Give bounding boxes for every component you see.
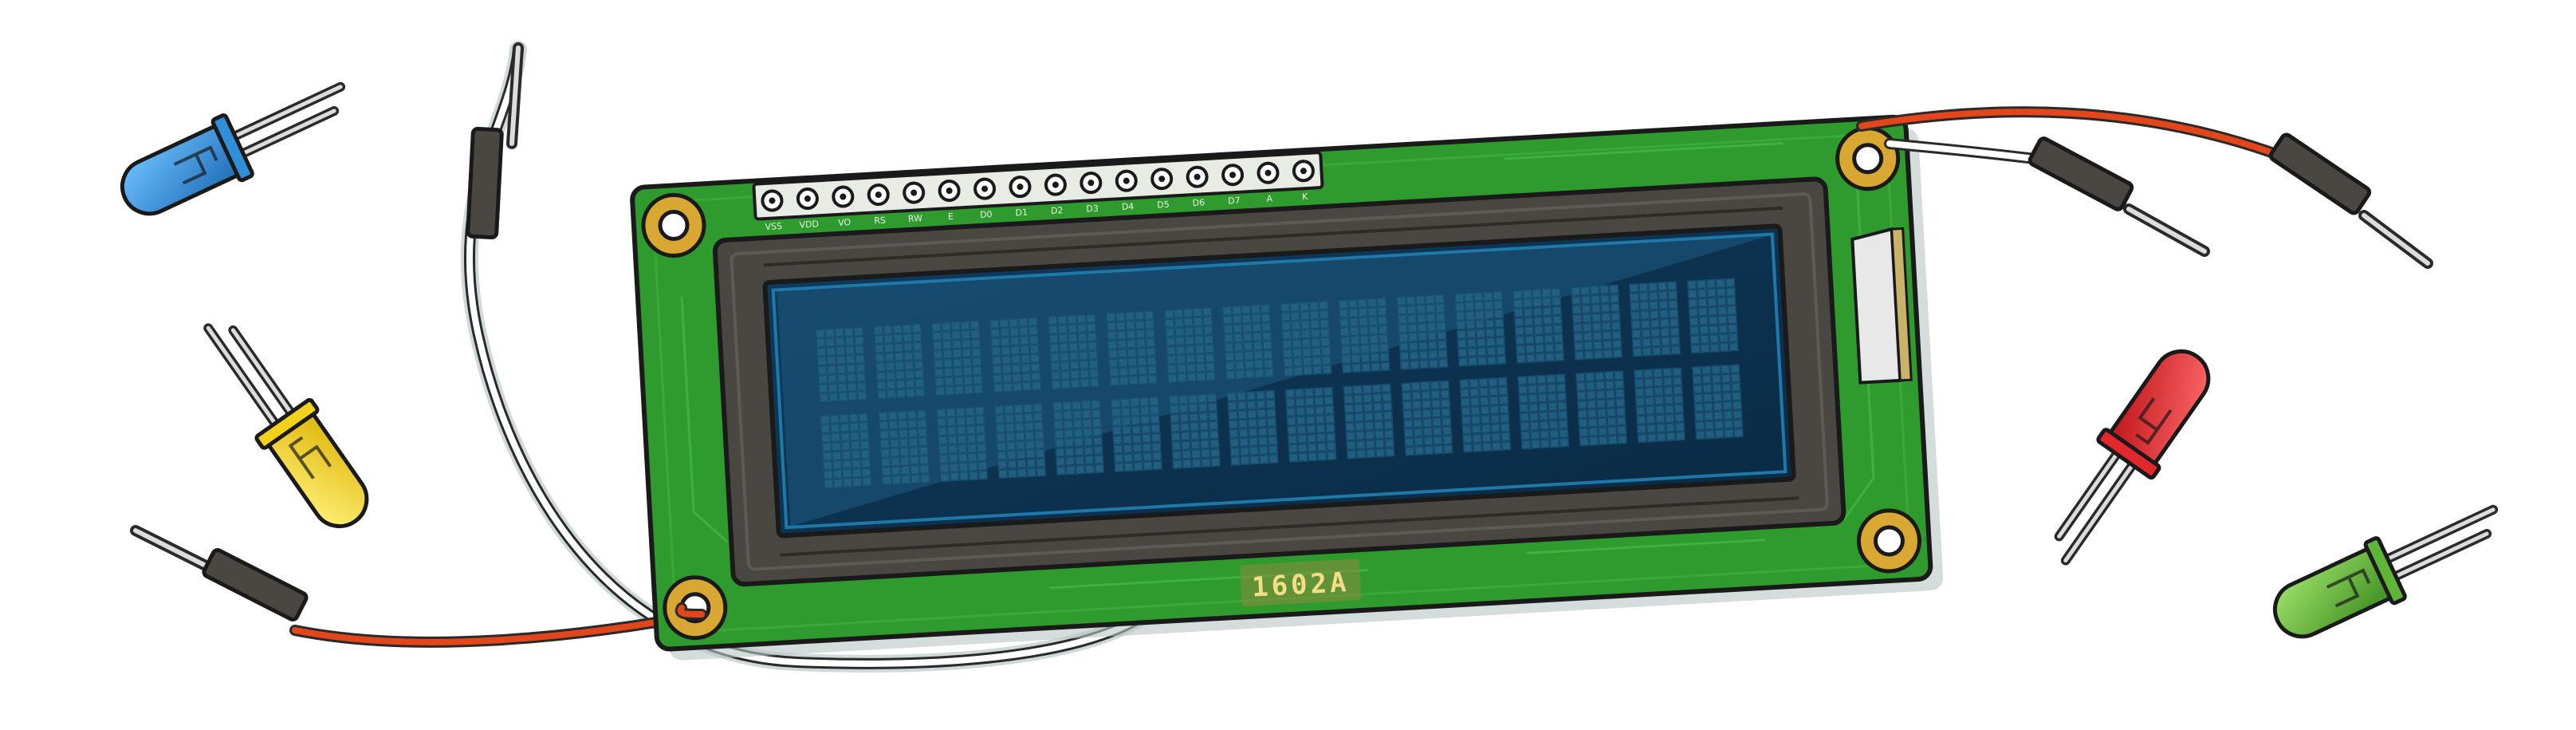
character-cell — [1343, 383, 1395, 460]
header-pin-hole — [1017, 183, 1024, 191]
mounting-hole-bl — [663, 575, 728, 641]
mounting-hole-tl — [641, 192, 706, 258]
header-pin-hole — [769, 197, 776, 204]
character-cell — [1221, 303, 1274, 381]
header-pin-hole — [981, 185, 989, 192]
character-cell — [815, 326, 867, 403]
character-cell — [1163, 306, 1216, 384]
header-pin-hole — [840, 193, 847, 200]
character-cell — [1168, 393, 1221, 469]
pin-label: VSS — [765, 221, 782, 232]
header-pin-hole — [1264, 169, 1272, 176]
header-pin-hole — [1123, 177, 1130, 184]
pin-label: D0 — [980, 209, 993, 220]
character-cell — [936, 406, 989, 483]
pin-label: D3 — [1086, 203, 1099, 215]
character-cell — [1396, 294, 1449, 370]
character-cell — [1052, 399, 1105, 476]
character-cell — [989, 317, 1042, 393]
character-cell — [1575, 370, 1628, 447]
jumper-wire-right-white — [1884, 138, 2047, 165]
character-cell — [931, 320, 984, 397]
character-cell — [1459, 377, 1512, 453]
pin-label: K — [1302, 191, 1309, 202]
character-cell — [1111, 396, 1163, 473]
header-strip — [752, 151, 1324, 221]
pin-label: VDD — [799, 219, 819, 230]
dupont-connector-right-1 — [2027, 136, 2210, 257]
character-cell — [1226, 389, 1279, 466]
pin-label: A — [1266, 193, 1273, 203]
led-red — [2054, 349, 2211, 566]
character-cell — [994, 403, 1047, 479]
header-pin-hole — [910, 189, 918, 196]
pin-label: D7 — [1228, 195, 1241, 207]
header-pin-hole — [1229, 172, 1237, 179]
character-cell — [1401, 380, 1453, 456]
header-pin-hole — [1194, 173, 1201, 180]
pin-label: D4 — [1122, 201, 1135, 212]
led-green — [2273, 504, 2499, 639]
lcd-module: VSS VDD VO RS RW E D0 D1 D2 D3 D4 D5 D6 D7 A K 1602A — [630, 114, 1944, 661]
character-cell — [1691, 364, 1744, 440]
header-pin-hole — [804, 195, 811, 203]
header-pin-hole — [946, 187, 953, 195]
character-cell — [1105, 310, 1158, 387]
character-cell — [820, 412, 872, 489]
backlight-connector — [1850, 227, 1913, 385]
character-cell — [1284, 386, 1337, 463]
header-pin-row: VSS VDD VO RS RW E D0 D1 D2 D3 D4 D5 D6 D7 A K — [752, 151, 1324, 232]
led-blue — [120, 81, 346, 216]
character-cell — [1633, 367, 1686, 444]
pin-label: D5 — [1157, 199, 1170, 211]
header-pin-hole — [1052, 181, 1059, 188]
character-cell — [1048, 314, 1100, 390]
character-cell — [1280, 300, 1332, 377]
pin-label: E — [948, 211, 954, 222]
character-cell — [1686, 278, 1739, 354]
model-label: 1602A — [1251, 566, 1350, 604]
pin-label: RW — [908, 213, 923, 224]
header-pin-hole — [1087, 180, 1095, 187]
pin-label: D1 — [1015, 207, 1028, 219]
dupont-connector-top-left — [466, 42, 524, 240]
jumper-wire-left-front — [674, 602, 707, 620]
led-yellow — [203, 323, 369, 529]
header-pin-hole — [875, 191, 882, 199]
character-cell — [1571, 284, 1623, 361]
character-grid — [815, 278, 1744, 489]
header-pin-hole — [1300, 168, 1307, 175]
jumper-wire-left-red — [289, 609, 707, 648]
character-cell — [1517, 373, 1570, 450]
character-cell — [873, 323, 926, 400]
header-pin-hole — [1158, 176, 1166, 183]
character-cell — [878, 409, 930, 486]
pin-label: RS — [874, 215, 886, 227]
mounting-hole-br — [1856, 508, 1921, 574]
character-cell — [1338, 297, 1390, 373]
mounting-hole-tr — [1835, 126, 1901, 191]
character-cell — [1628, 281, 1681, 357]
dupont-connector-bottom-left — [130, 525, 309, 621]
dupont-connector-right-2 — [2268, 132, 2433, 269]
jumper-wire-right-red — [1856, 106, 2286, 161]
character-cell — [1512, 287, 1565, 364]
pin-label: VO — [838, 217, 851, 228]
model-label-plate: 1602A — [1240, 558, 1362, 607]
character-cell — [1454, 290, 1507, 367]
pin-label: D2 — [1051, 205, 1064, 216]
pin-label: D6 — [1192, 197, 1205, 208]
